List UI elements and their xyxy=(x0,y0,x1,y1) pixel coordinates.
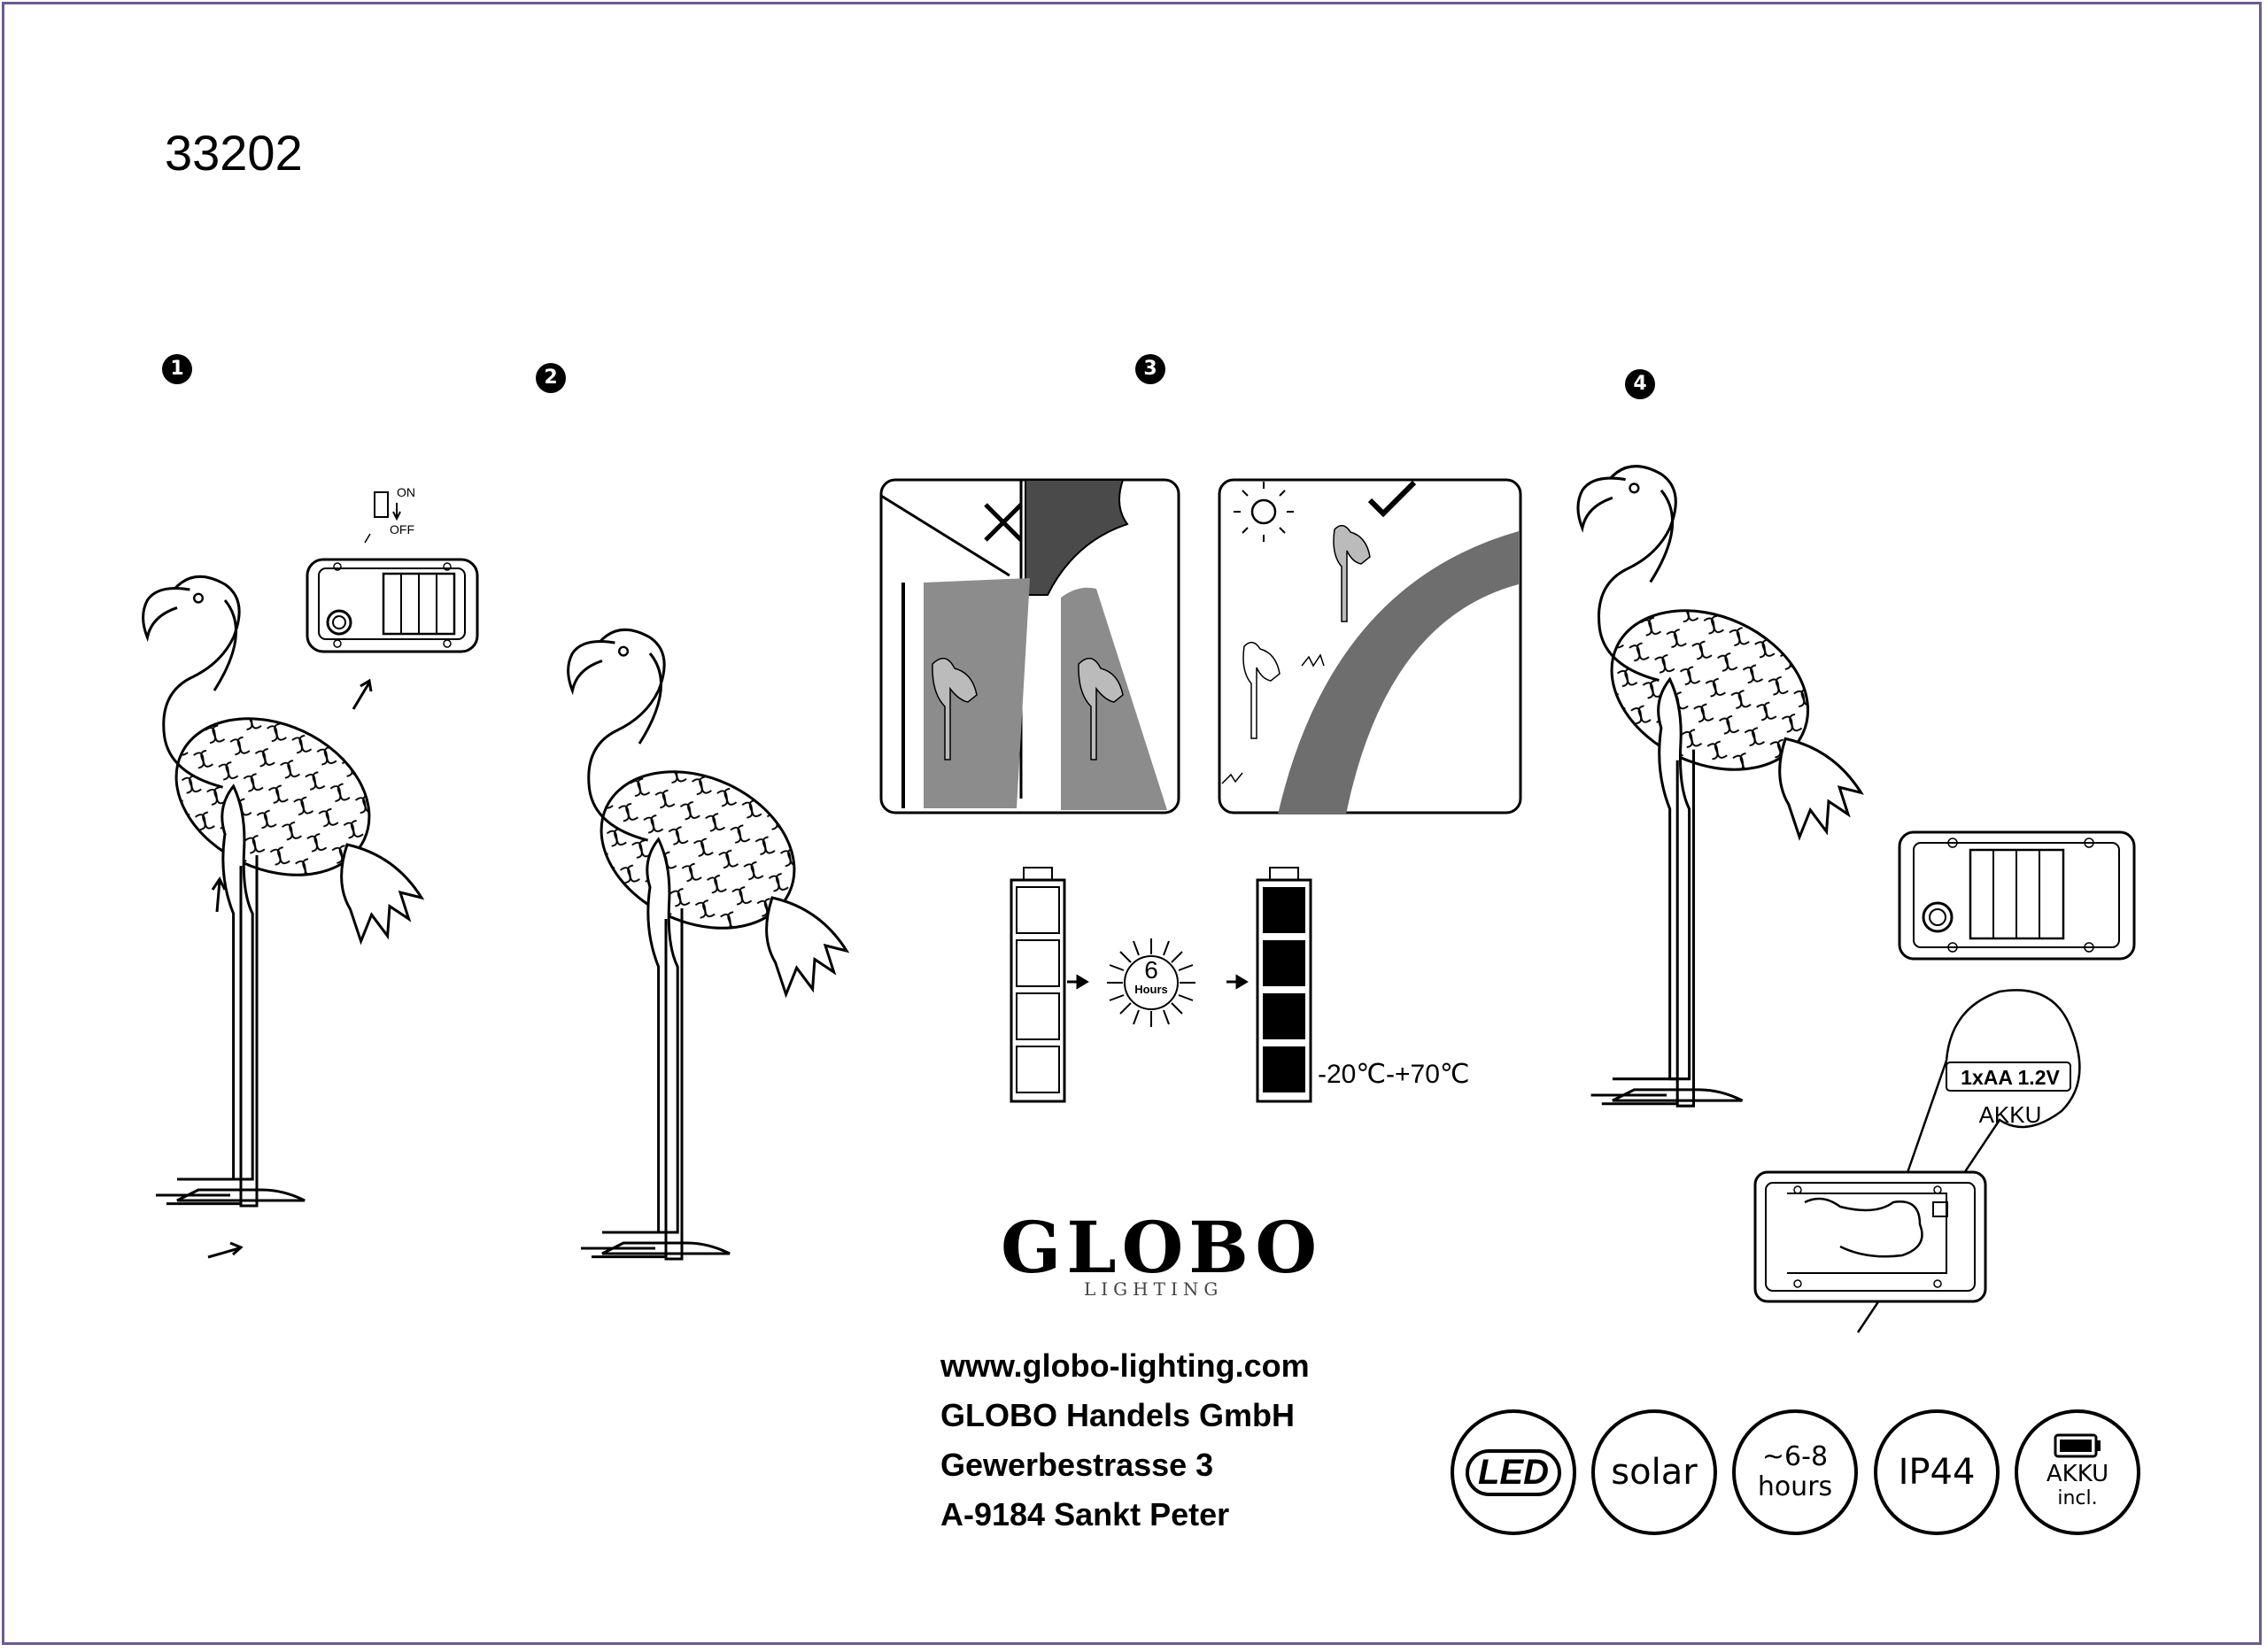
battery-full-icon xyxy=(1256,867,1312,1103)
ip-rating-badge: IP44 xyxy=(1874,1409,2000,1535)
step-3-marker: 3 xyxy=(1135,354,1165,384)
arrow-right-icon-2 xyxy=(1226,974,1249,990)
step-2-flamingo-illustration xyxy=(567,628,848,1261)
hours-badge: ~6-8 hours xyxy=(1732,1409,1858,1535)
switch-off-label: OFF xyxy=(390,522,414,537)
switch-on-label: ON xyxy=(397,485,415,499)
charge-hours-label: Hours xyxy=(1134,983,1168,996)
battery-empty-icon xyxy=(1010,867,1066,1103)
solar-badge: solar xyxy=(1591,1409,1717,1535)
brand-logo-sub: LIGHTING xyxy=(1084,1278,1224,1300)
model-number: 33202 xyxy=(165,125,303,181)
brand-logo: GLOBO xyxy=(1001,1206,1323,1289)
website-link[interactable]: www.globo-lighting.com xyxy=(940,1347,1310,1384)
solar-badge-label: solar xyxy=(1611,1452,1698,1493)
step-4-marker: 4 xyxy=(1625,369,1655,399)
step-2-marker: 2 xyxy=(536,363,566,393)
battery-kind-label: AKKU xyxy=(1978,1101,2042,1128)
step-1-flamingo-illustration xyxy=(142,575,423,1259)
led-badge: LED xyxy=(1451,1409,1576,1535)
temperature-range: -20℃-+70℃ xyxy=(1318,1060,1470,1089)
hours-badge-bottom: hours xyxy=(1757,1471,1833,1502)
hours-badge-top: ~6-8 xyxy=(1761,1441,1829,1472)
power-switch-icon xyxy=(364,491,401,544)
battery-detail-callout xyxy=(1753,989,2081,1333)
ip-rating-label: IP44 xyxy=(1898,1452,1976,1493)
placement-shade-panel-wrong xyxy=(879,478,1180,814)
led-badge-label: LED xyxy=(1466,1448,1561,1496)
battery-type-label: 1xAA 1.2V xyxy=(1961,1066,2060,1089)
akku-badge-bottom: incl. xyxy=(2057,1487,2098,1509)
street-address: Gewerbestrasse 3 xyxy=(940,1447,1214,1483)
arrow-right-icon xyxy=(1067,974,1089,990)
sun-charge-icon xyxy=(1107,938,1195,1027)
panel-arrow-icon xyxy=(352,678,373,710)
placement-sun-panel-correct xyxy=(1218,478,1522,814)
akku-badge-top: AKKU xyxy=(2046,1461,2109,1487)
city-address: A-9184 Sankt Peter xyxy=(940,1496,1230,1532)
akku-badge: AKKU incl. xyxy=(2015,1409,2140,1535)
address-block: www.globo-lighting.com GLOBO Handels Gmb… xyxy=(940,1341,1310,1540)
solar-panel-back-view xyxy=(306,558,479,653)
battery-icon xyxy=(2054,1433,2101,1458)
charge-hours-value: 6 xyxy=(1144,956,1158,984)
step-1-marker: 1 xyxy=(162,354,192,384)
company-name: GLOBO Handels GmbH xyxy=(940,1397,1296,1433)
solar-panel-back-view-2 xyxy=(1898,830,2136,961)
